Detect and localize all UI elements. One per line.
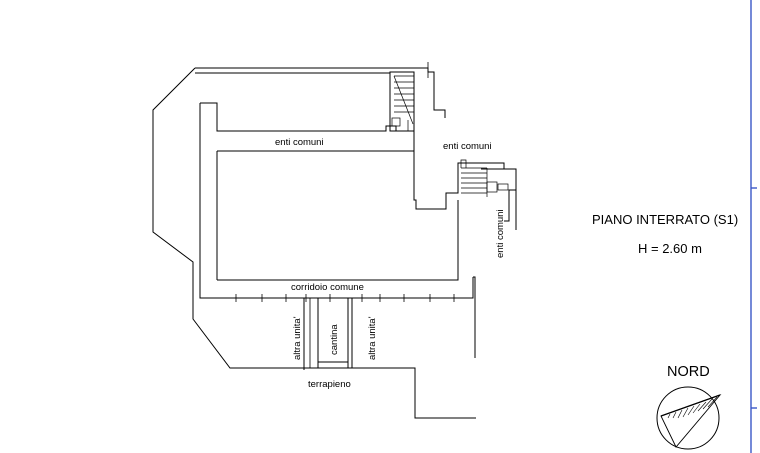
label-enti-comuni-vertical: enti comuni (495, 209, 506, 258)
label-corridoio-comune: corridoio comune (291, 282, 364, 293)
upper-stair (391, 75, 414, 131)
cellar-walls (303, 298, 353, 370)
drawing-frame-edge (750, 0, 757, 453)
label-enti-comuni-top: enti comuni (275, 137, 324, 148)
label-terrapieno: terrapieno (308, 379, 351, 390)
lower-stair (460, 159, 509, 197)
label-altra-unita-left: altra unita' (292, 316, 303, 360)
north-label: NORD (667, 364, 710, 380)
north-arrow-icon (656, 386, 722, 450)
height-label: H = 2.60 m (638, 241, 702, 256)
label-altra-unita-right: altra unita' (367, 316, 378, 360)
label-enti-comuni-right: enti comuni (443, 141, 492, 152)
label-cantina: cantina (329, 324, 340, 355)
outer-walls (152, 67, 476, 419)
corridor-ticks (235, 62, 455, 302)
plan-title: PIANO INTERRATO (S1) (592, 212, 738, 227)
inner-walls (199, 71, 517, 358)
